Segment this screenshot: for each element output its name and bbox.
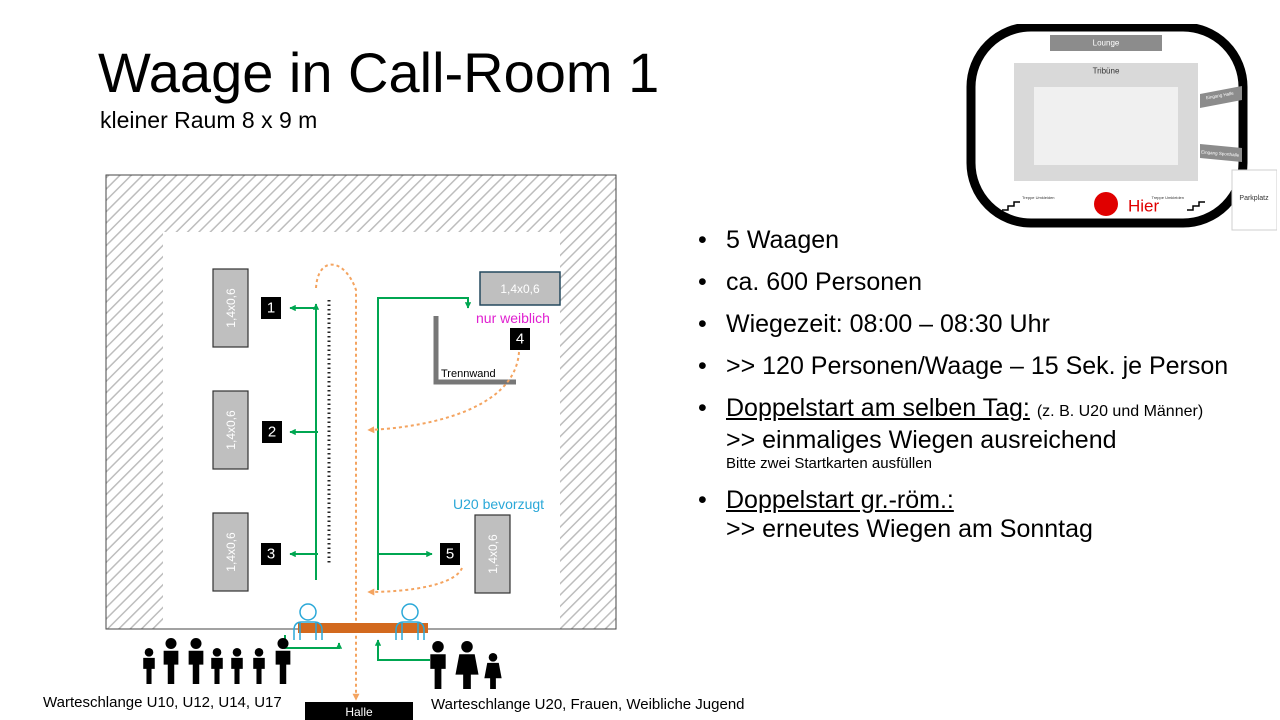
people-right-icon <box>430 641 502 689</box>
bullet-doppelstart-grroem: •Doppelstart gr.-röm.:>> erneutes Wiegen… <box>698 486 1093 543</box>
label-tribune: Tribüne <box>1093 67 1120 76</box>
scale-2: 1,4x0,6 <box>212 390 249 470</box>
scale-5-size: 1,4x0,6 <box>486 534 500 574</box>
scale-3: 1,4x0,6 <box>212 512 249 592</box>
svg-text:Treppe Umkleiden: Treppe Umkleiden <box>1151 195 1184 200</box>
badge-4: 4 <box>510 328 530 350</box>
bullet-doppelstart-tag: •Doppelstart am selben Tag: (z. B. U20 u… <box>698 394 1204 472</box>
scale-4-size: 1,4x0,6 <box>500 282 540 296</box>
bullet-rate: •>> 120 Personen/Waage – 15 Sek. je Pers… <box>698 352 1229 380</box>
svg-text:Eingang Halle: Eingang Halle <box>1206 91 1235 101</box>
path-exit <box>315 263 520 701</box>
venue-map: Lounge Tribüne Eingang Halle Eingang Spo… <box>962 24 1277 234</box>
exit-halle <box>305 702 413 720</box>
svg-text:4: 4 <box>516 331 524 348</box>
label-halle: Halle <box>345 705 373 719</box>
badge-3: 3 <box>261 543 281 565</box>
parking-area <box>1231 169 1277 231</box>
scale-3-size: 1,4x0,6 <box>224 532 238 572</box>
desk <box>298 623 428 633</box>
label-lounge: Lounge <box>1093 39 1120 48</box>
path-right-queue <box>374 297 472 661</box>
svg-text:2: 2 <box>268 424 276 441</box>
svg-text:3: 3 <box>267 546 275 563</box>
scale-1-size: 1,4x0,6 <box>224 288 238 328</box>
label-hier: Hier <box>1128 197 1160 216</box>
entrance-bottom <box>1200 144 1242 162</box>
svg-text:1: 1 <box>267 300 275 317</box>
scale-4: 1,4x0,6 <box>479 271 561 306</box>
scale-2-size: 1,4x0,6 <box>224 410 238 450</box>
label-u20-bevorzugt: U20 bevorzugt <box>453 496 544 512</box>
location-marker-icon <box>1094 192 1118 216</box>
stairs-right-icon <box>1187 201 1205 211</box>
bullet-wiegezeit: •Wiegezeit: 08:00 – 08:30 Uhr <box>698 310 1050 338</box>
entrance-top <box>1200 86 1242 108</box>
svg-text:5: 5 <box>446 546 454 563</box>
scale-5: 1,4x0,6 <box>474 514 511 594</box>
badge-1: 1 <box>261 297 281 319</box>
info-list: •5 Waagen •ca. 600 Personen •Wiegezeit: … <box>698 226 1268 557</box>
badge-5: 5 <box>440 543 460 565</box>
page-subtitle: kleiner Raum 8 x 9 m <box>100 107 318 133</box>
partition-wall <box>433 316 516 385</box>
official-left-icon <box>293 603 323 640</box>
badge-2: 2 <box>262 421 282 443</box>
lounge-area <box>1050 35 1162 51</box>
svg-text:Eingang Sporthalle: Eingang Sporthalle <box>1201 149 1240 157</box>
label-trennwand: Trennwand <box>441 368 496 380</box>
label-parkplatz: Parkplatz <box>1239 195 1269 202</box>
official-right-icon <box>395 603 425 640</box>
scale-1: 1,4x0,6 <box>212 268 249 348</box>
bullet-waagen: •5 Waagen <box>698 226 840 254</box>
svg-text:Treppe Umkleiden: Treppe Umkleiden <box>1022 195 1055 200</box>
bullet-personen: •ca. 600 Personen <box>698 268 922 296</box>
label-queue-left: Warteschlange U10, U12, U14, U17 <box>43 694 282 711</box>
stairs-left-icon <box>1002 201 1020 211</box>
people-left-icon <box>143 638 291 684</box>
page-title: Waage in Call-Room 1 <box>98 41 660 104</box>
label-nur-weiblich: nur weiblich <box>476 310 550 326</box>
label-queue-right: Warteschlange U20, Frauen, Weibliche Jug… <box>431 696 745 713</box>
